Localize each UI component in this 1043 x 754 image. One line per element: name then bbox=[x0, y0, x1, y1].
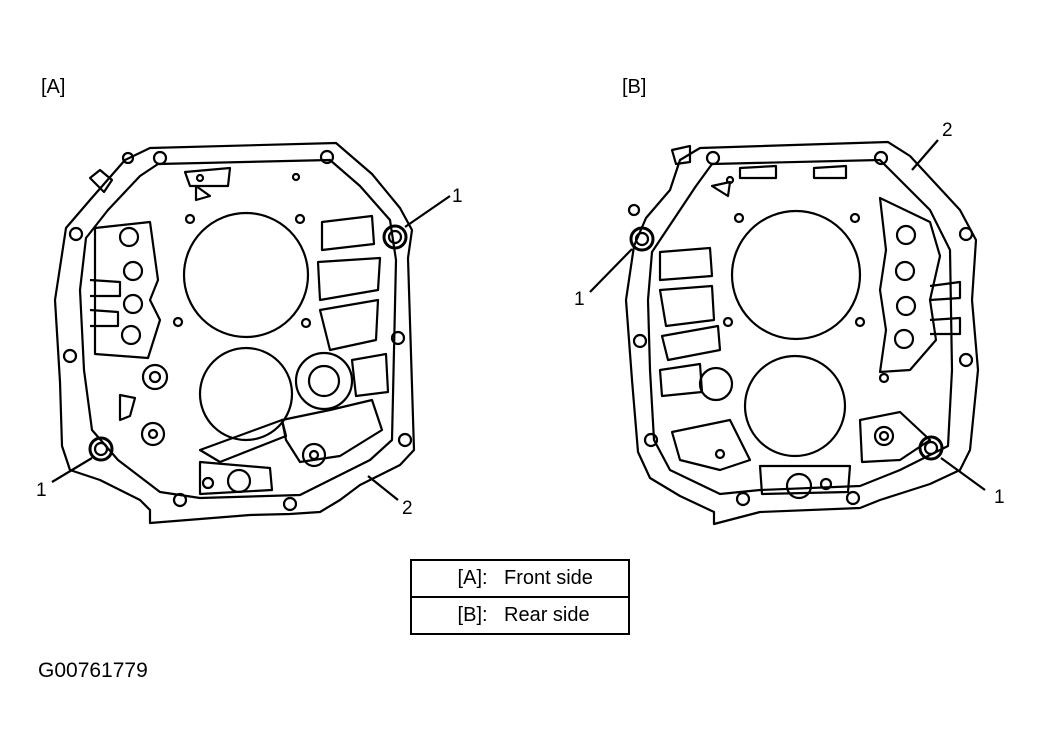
panel-a-label: [A] bbox=[41, 76, 66, 98]
panel-a-drawing bbox=[51, 141, 451, 525]
figure-id: G00761779 bbox=[38, 659, 148, 682]
panel-a-callout-gasket: 2 bbox=[402, 498, 413, 519]
legend-separator: : bbox=[482, 604, 488, 626]
panel-b-bolt-bottom bbox=[918, 435, 944, 461]
panel-a-callout-bolt-bottom: 1 bbox=[36, 480, 47, 501]
legend-row-a: [A] : Front side bbox=[412, 561, 628, 596]
panel-a-tab bbox=[88, 168, 114, 194]
legend-value: Rear side bbox=[504, 604, 590, 626]
panel-a-bolt-bottom bbox=[88, 436, 114, 462]
panel-b-callout-bolt-top: 1 bbox=[574, 289, 585, 310]
panel-b-drawing bbox=[589, 139, 986, 526]
legend-value: Front side bbox=[504, 567, 593, 589]
panel-b-bolt-top bbox=[629, 226, 655, 252]
legend-key: [B] bbox=[457, 604, 482, 626]
panel-a-callout-bolt-top: 1 bbox=[452, 186, 463, 207]
panel-b-callout-gasket: 2 bbox=[942, 120, 953, 141]
legend-table: [A] : Front side [B] : Rear side bbox=[410, 559, 630, 635]
legend-row-b: [B] : Rear side bbox=[412, 596, 628, 633]
panel-a-bolt-top bbox=[382, 224, 408, 250]
panel-b-inner-outline bbox=[646, 158, 954, 496]
panel-b-callout-bolt-bottom: 1 bbox=[994, 487, 1005, 508]
legend-separator: : bbox=[482, 567, 488, 589]
panel-b-label: [B] bbox=[622, 76, 647, 98]
panel-a-inner-outline bbox=[78, 158, 398, 500]
panel-a-outline bbox=[53, 141, 416, 525]
panel-b-tab bbox=[670, 144, 692, 166]
legend-key: [A] bbox=[457, 567, 482, 589]
